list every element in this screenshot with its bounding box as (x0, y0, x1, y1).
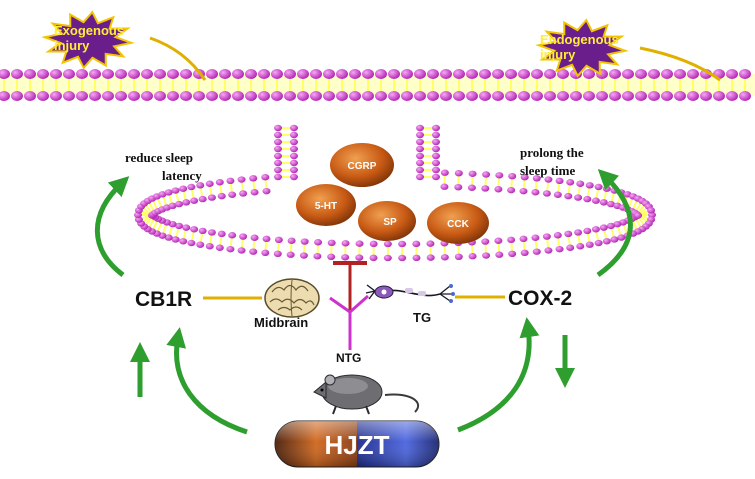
brain-icon (265, 279, 319, 317)
endogenous-injury-star: Endogenous injury (539, 20, 625, 76)
rat-icon (314, 375, 418, 414)
hjzt-label: HJZT (325, 430, 390, 460)
tg-label: TG (413, 310, 431, 325)
cb1r-label: CB1R (135, 288, 192, 311)
cgrp-blob: CGRP (330, 143, 394, 187)
prolong-sleep-label-line1: prolong the (520, 145, 584, 160)
midbrain-label: Midbrain (254, 315, 308, 330)
endogenous-label-line2: injury (540, 47, 576, 62)
endogenous-label-line1: Endogenous (540, 32, 619, 47)
5ht-blob: 5-HT (296, 184, 356, 226)
ntg-label: NTG (336, 351, 361, 365)
sp-label: SP (383, 217, 397, 228)
exogenous-label-line2: injury (54, 38, 90, 53)
reduce-sleep-label-line1: reduce sleep (125, 150, 193, 165)
cck-label: CCK (447, 219, 469, 230)
arrow-hjzt-to-cox2 (458, 327, 529, 430)
cck-blob: CCK (427, 202, 489, 244)
5ht-label: 5-HT (315, 201, 337, 212)
reduce-sleep-label-line2: latency (162, 168, 202, 183)
sp-blob: SP (358, 201, 416, 241)
arrow-cb1r-to-reduce-latency (97, 183, 123, 275)
exogenous-label-line1: Exogenous (54, 23, 124, 38)
prolong-sleep-label-line2: sleep time (520, 163, 575, 178)
neuron-icon (366, 284, 455, 303)
hjzt-pill: HJZT (275, 421, 439, 467)
cox2-label: COX-2 (508, 287, 572, 310)
arrow-hjzt-to-cb1r (177, 337, 247, 432)
exogenous-injury-star: Exogenous injury (45, 12, 131, 68)
cgrp-label: CGRP (348, 161, 377, 172)
cell-membrane-top (0, 69, 755, 101)
